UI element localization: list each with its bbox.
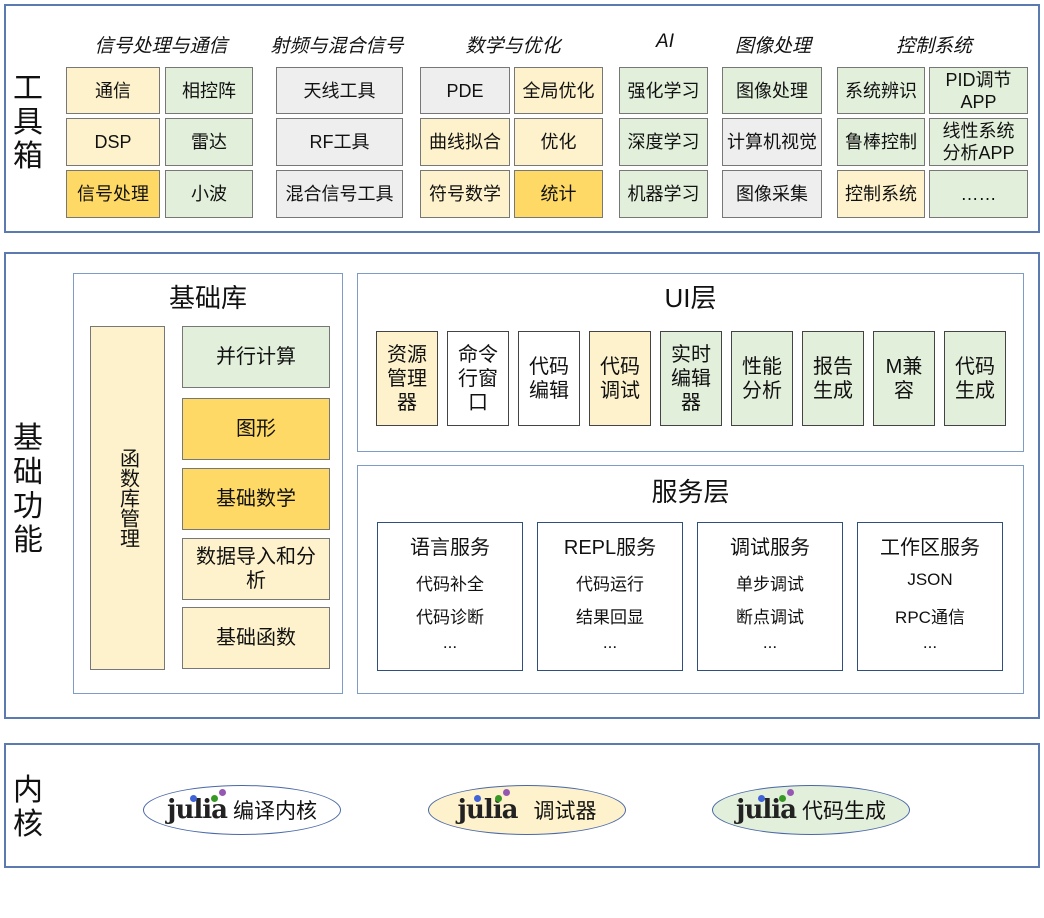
julia-logo: julia bbox=[167, 795, 228, 825]
service-item: 代码补全 bbox=[416, 575, 484, 594]
tool-box[interactable]: 天线工具 bbox=[276, 67, 403, 114]
tool-box[interactable]: 混合信号工具 bbox=[276, 170, 403, 218]
tool-box[interactable]: 计算机视觉 bbox=[722, 118, 822, 166]
service-group[interactable]: 语言服务 代码补全 代码诊断 ... bbox=[377, 522, 523, 671]
service-item: 结果回显 bbox=[576, 608, 644, 627]
tool-box[interactable]: 符号数学 bbox=[420, 170, 510, 218]
category-control: 控制系统 bbox=[895, 36, 972, 57]
ui-item[interactable]: 代码编辑 bbox=[518, 331, 580, 426]
kernel-codegen[interactable]: julia 代码生成 bbox=[712, 785, 910, 835]
tool-box[interactable]: 优化 bbox=[514, 118, 603, 166]
service-title: 工作区服务 bbox=[880, 537, 980, 559]
service-title: 语言服务 bbox=[410, 537, 490, 559]
lib-item[interactable]: 并行计算 bbox=[182, 326, 330, 388]
julia-logo: julia bbox=[736, 795, 797, 825]
tool-box[interactable]: 信号处理 bbox=[66, 170, 160, 218]
service-item: JSON bbox=[907, 570, 953, 589]
julia-dot-icon bbox=[779, 795, 786, 802]
service-layer-title: 服务层 bbox=[651, 477, 730, 507]
service-item: ... bbox=[602, 633, 618, 652]
lib-item[interactable]: 基础函数 bbox=[182, 607, 330, 669]
category-ai: AI bbox=[656, 31, 674, 52]
basic-label: 基础功能 bbox=[13, 422, 43, 557]
service-group[interactable]: 调试服务 单步调试 断点调试 ... bbox=[697, 522, 843, 671]
tool-box[interactable]: …… bbox=[929, 170, 1028, 218]
tool-box[interactable]: 线性系统分析APP bbox=[929, 118, 1028, 166]
tool-box[interactable]: 鲁棒控制 bbox=[837, 118, 925, 166]
tool-box[interactable]: 控制系统 bbox=[837, 170, 925, 218]
ui-layer-title: UI层 bbox=[664, 283, 717, 313]
tool-box[interactable]: 相控阵 bbox=[165, 67, 253, 114]
tool-box[interactable]: 深度学习 bbox=[619, 118, 708, 166]
kernel-item-label: 调试器 bbox=[533, 800, 597, 823]
category-math: 数学与优化 bbox=[465, 36, 561, 57]
service-title: REPL服务 bbox=[563, 537, 657, 559]
tool-box[interactable]: 机器学习 bbox=[619, 170, 708, 218]
lib-item[interactable]: 图形 bbox=[182, 398, 330, 460]
tool-box[interactable]: 强化学习 bbox=[619, 67, 708, 114]
tool-box[interactable]: PDE bbox=[420, 67, 510, 114]
ui-item[interactable]: 资源管理器 bbox=[376, 331, 438, 426]
tool-box[interactable]: DSP bbox=[66, 118, 160, 166]
tool-box[interactable]: 图像处理 bbox=[722, 67, 822, 114]
tool-box[interactable]: PID调节APP bbox=[929, 67, 1028, 114]
tool-box[interactable]: 曲线拟合 bbox=[420, 118, 510, 166]
kernel-debugger[interactable]: julia 调试器 bbox=[428, 785, 626, 835]
tool-box[interactable]: RF工具 bbox=[276, 118, 403, 166]
kernel-item-label: 代码生成 bbox=[801, 800, 886, 823]
tool-box[interactable]: 通信 bbox=[66, 67, 160, 114]
julia-dot-icon bbox=[211, 795, 218, 802]
service-title: 调试服务 bbox=[730, 537, 810, 559]
category-image: 图像处理 bbox=[734, 36, 811, 57]
ui-item[interactable]: 实时编辑器 bbox=[660, 331, 722, 426]
ui-item[interactable]: 性能分析 bbox=[731, 331, 793, 426]
lib-item[interactable]: 数据导入和分析 bbox=[182, 538, 330, 600]
ui-item[interactable]: 代码生成 bbox=[944, 331, 1006, 426]
service-group[interactable]: 工作区服务 JSON RPC通信 ... bbox=[857, 522, 1003, 671]
julia-dot-icon bbox=[495, 795, 502, 802]
toolbox-label: 工具箱 bbox=[13, 72, 43, 173]
service-item: ... bbox=[442, 633, 458, 652]
service-item: ... bbox=[762, 633, 778, 652]
lib-item[interactable]: 基础数学 bbox=[182, 468, 330, 530]
tool-box[interactable]: 雷达 bbox=[165, 118, 253, 166]
julia-dot-icon bbox=[219, 789, 226, 796]
julia-dot-icon bbox=[758, 795, 765, 802]
julia-dot-icon bbox=[474, 795, 481, 802]
ui-item[interactable]: 报告生成 bbox=[802, 331, 864, 426]
service-item: 代码运行 bbox=[576, 575, 644, 594]
kernel-item-label: 编译内核 bbox=[232, 800, 317, 823]
kernel-compiler[interactable]: julia 编译内核 bbox=[143, 785, 341, 835]
service-item: 代码诊断 bbox=[416, 608, 484, 627]
tool-box[interactable]: 统计 bbox=[514, 170, 603, 218]
ui-item[interactable]: 代码调试 bbox=[589, 331, 651, 426]
function-library-management[interactable]: 函数库管理 bbox=[90, 326, 165, 670]
tool-box[interactable]: 小波 bbox=[165, 170, 253, 218]
kernel-label: 内核 bbox=[13, 774, 43, 841]
ui-item[interactable]: 命令行窗口 bbox=[447, 331, 509, 426]
category-rf: 射频与混合信号 bbox=[270, 36, 404, 57]
service-item: ... bbox=[922, 633, 938, 652]
service-item: 断点调试 bbox=[736, 608, 804, 627]
base-library-title: 基础库 bbox=[168, 283, 247, 313]
julia-dot-icon bbox=[503, 789, 510, 796]
service-group[interactable]: REPL服务 代码运行 结果回显 ... bbox=[537, 522, 683, 671]
julia-logo: julia bbox=[457, 795, 519, 825]
category-signal: 信号处理与通信 bbox=[94, 36, 228, 57]
tool-box[interactable]: 图像采集 bbox=[722, 170, 822, 218]
service-item: 单步调试 bbox=[736, 575, 804, 594]
julia-dot-icon bbox=[190, 795, 197, 802]
tool-box[interactable]: 全局优化 bbox=[514, 67, 603, 114]
julia-dot-icon bbox=[787, 789, 794, 796]
service-item: RPC通信 bbox=[895, 608, 965, 627]
tool-box[interactable]: 系统辨识 bbox=[837, 67, 925, 114]
ui-item[interactable]: M兼容 bbox=[873, 331, 935, 426]
